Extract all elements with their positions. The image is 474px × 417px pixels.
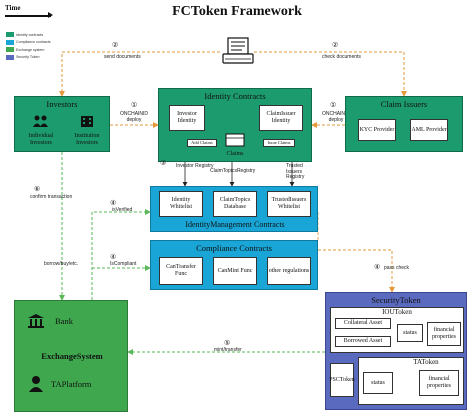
legend-label: Identity contracts	[16, 32, 44, 37]
investors-title: Investors	[46, 99, 78, 109]
time-arrow-icon	[5, 12, 53, 18]
can-mint-card: CanMint Func	[213, 257, 257, 285]
claim-issuer-identity-card: ClaimIssuer Identity	[259, 105, 303, 131]
add-claims-tag: Add Claims	[187, 139, 217, 147]
pass-check-line	[318, 249, 395, 293]
legend-time-label: Time	[5, 4, 21, 12]
compliance-contracts-box: Compliance Contracts CanTransfer Func Ca…	[150, 240, 318, 290]
investors-box: Investors Individual Investors Instituti…	[14, 96, 110, 152]
compliance-contracts-title: Compliance Contracts	[196, 243, 272, 253]
step-5-number: ⑤	[224, 340, 231, 347]
docs-to-issuers-line	[254, 51, 407, 97]
security-token-box: SecurityToken IOUToken Collateral Asset …	[325, 292, 467, 410]
lower-tokens: PSCToken TAToken status financial proper…	[329, 357, 464, 405]
identity-contracts-title: Identity Contracts	[204, 91, 266, 101]
mint-transfer-label: mint/transfer	[214, 347, 242, 353]
aml-provider-card: AML Provider	[410, 119, 448, 141]
legend-swatch	[6, 47, 14, 53]
send-documents-label: send documents	[104, 54, 141, 60]
step-4-pass-number: ④	[374, 264, 381, 271]
other-regulations-card: other regulations	[267, 257, 311, 285]
legend-label: Compliance contracts	[16, 40, 51, 45]
ta-status-card: status	[363, 372, 393, 394]
legend-item: Exchange system	[6, 46, 61, 54]
diagram-title: FCToken Framework	[172, 4, 302, 19]
step-4-verified-number: ④	[110, 200, 117, 207]
iou-status-card: status	[397, 324, 423, 342]
legend-item: Identity contracts	[6, 31, 61, 39]
onchainid-deploy-left-label: ONCHAINID deploy	[119, 111, 149, 123]
identity-management-title: IdentityManagement Contracts	[185, 220, 285, 229]
pass-check-label: pass check	[384, 265, 410, 271]
is-verified-line	[91, 209, 151, 300]
identity-contracts-box: Identity Contracts Investor Identity Cla…	[158, 88, 312, 162]
individual-investors-icon	[19, 114, 63, 133]
trusted-issuers-whitelist-card: TrustedIssuers Whitelist	[267, 191, 311, 217]
institution-investors-label: Institution Investors	[74, 133, 100, 146]
iou-financial-properties-card: financial properties	[427, 322, 461, 346]
bank-label: Bank	[55, 316, 73, 326]
claim-topics-database-card: ClaimTopics Database	[213, 191, 257, 217]
claim-issuers-title: Claim Issuers	[380, 99, 428, 109]
issue-claims-tag: Issue Claims	[263, 139, 295, 147]
ta-token-box: TAToken status financial properties	[358, 357, 464, 405]
iou-token-box: IOUToken Collateral Asset Borrowed Asset…	[330, 307, 464, 353]
collateral-asset-card: Collateral Asset	[335, 318, 391, 329]
ta-financial-properties-card: financial properties	[419, 370, 459, 396]
individual-investors-label: Individual Investors	[28, 133, 54, 146]
step-2-right-number: ②	[332, 42, 339, 49]
confirm-transaction-label: confirm transaction	[30, 194, 73, 200]
bank-icon	[27, 313, 45, 329]
taplatform-label: TAPlatform	[51, 379, 92, 389]
investor-registry-label: Investor Registry	[176, 163, 214, 169]
trusted-issuers-registry-label: Trusted Issuers Registry	[286, 163, 305, 180]
identity-whitelist-card: Identity Whitelist	[159, 191, 203, 217]
onchainid-deploy-right-label: ONCHAINID deploy	[321, 111, 351, 123]
claims-label: Claims	[226, 151, 244, 157]
legend-item: Compliance contracts	[6, 39, 61, 47]
borrow-buy-label: borrow/buy/etc.	[44, 261, 79, 267]
kyc-provider-card: KYC Provider	[358, 119, 396, 141]
platform-icon	[27, 375, 45, 393]
legend-swatch	[6, 54, 14, 60]
claims-icon	[225, 133, 245, 147]
claim-issuers-box: Claim Issuers KYC Provider AML Provider	[345, 96, 463, 152]
identity-management-box: Identity Whitelist ClaimTopics Database …	[150, 186, 318, 232]
legend-label: Exchange system	[16, 47, 45, 52]
iou-token-label: IOUToken	[382, 308, 412, 316]
is-verified-label: isVerified	[112, 207, 133, 213]
document-icon	[222, 36, 254, 66]
step-6-number: ⑥	[34, 186, 41, 193]
institution-investors: Institution Investors	[65, 114, 109, 146]
psc-token-card: PSCToken	[329, 363, 355, 397]
borrowed-asset-card: Borrowed Asset	[335, 336, 391, 347]
exchange-system-box: Bank ExchangeSystem TAPlatform	[14, 300, 128, 412]
step-1-left-number: ①	[131, 102, 138, 109]
legend-swatch	[6, 39, 14, 45]
exchange-system-label: ExchangeSystem	[41, 351, 103, 361]
ta-token-label: TAToken	[413, 358, 439, 366]
security-token-title: SecurityToken	[371, 295, 421, 305]
step-4-compliant-number: ④	[110, 254, 117, 261]
individual-investors: Individual Investors	[19, 114, 63, 146]
can-transfer-card: CanTransfer Func	[159, 257, 203, 285]
step-2-left-number: ②	[112, 42, 119, 49]
legend: Identity contracts Compliance contracts …	[6, 31, 61, 63]
step-1-right-number: ①	[330, 102, 337, 109]
legend-label: Security Token	[16, 55, 40, 60]
step-3-number: ③	[160, 160, 167, 167]
docs-to-investors-line	[59, 51, 220, 97]
institution-icon	[65, 114, 109, 133]
claim-topics-registry-label: ClaimTopicsRegistry	[210, 168, 256, 174]
check-documents-label: check documents	[322, 54, 361, 60]
legend-swatch	[6, 32, 14, 38]
is-compliant-label: IsCompliant	[110, 261, 137, 267]
investor-identity-card: Investor Identity	[169, 105, 205, 131]
legend-item: Security Token	[6, 54, 61, 62]
